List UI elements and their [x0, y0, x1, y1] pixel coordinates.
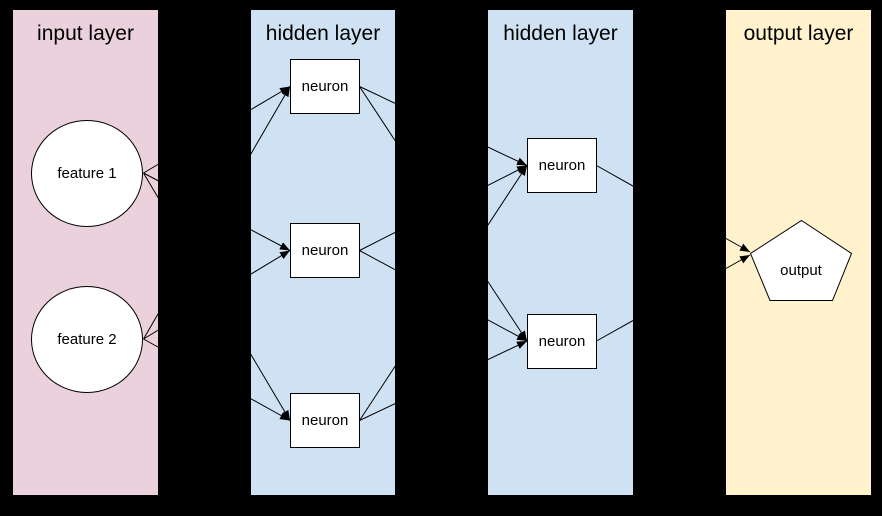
- panel-input-layer: input layer: [13, 10, 158, 495]
- node-hidden1-neuron-2: neuron: [290, 223, 360, 278]
- node-hidden1-neuron-2-label: neuron: [301, 242, 349, 259]
- node-feature-1-label: feature 1: [57, 165, 117, 182]
- node-feature-2: feature 2: [31, 286, 143, 393]
- node-hidden2-neuron-2-label: neuron: [538, 333, 586, 350]
- node-hidden1-neuron-3-label: neuron: [301, 412, 349, 429]
- node-feature-2-label: feature 2: [57, 331, 117, 348]
- panel-hidden-layer-2: hidden layer: [488, 10, 633, 495]
- node-output-label: output: [780, 262, 822, 279]
- node-hidden2-neuron-1-label: neuron: [538, 157, 586, 174]
- node-feature-1: feature 1: [31, 120, 143, 227]
- node-hidden1-neuron-1: neuron: [290, 59, 360, 114]
- input-layer-title: input layer: [37, 22, 134, 45]
- hidden-layer-1-title: hidden layer: [265, 22, 381, 45]
- node-hidden1-neuron-1-label: neuron: [301, 78, 349, 95]
- hidden-layer-2-title: hidden layer: [503, 22, 618, 45]
- node-hidden2-neuron-2: neuron: [527, 314, 597, 369]
- node-hidden2-neuron-1: neuron: [527, 138, 597, 193]
- panel-output-layer: output layer: [726, 10, 871, 495]
- node-hidden1-neuron-3: neuron: [290, 393, 360, 448]
- output-layer-title: output layer: [743, 22, 854, 45]
